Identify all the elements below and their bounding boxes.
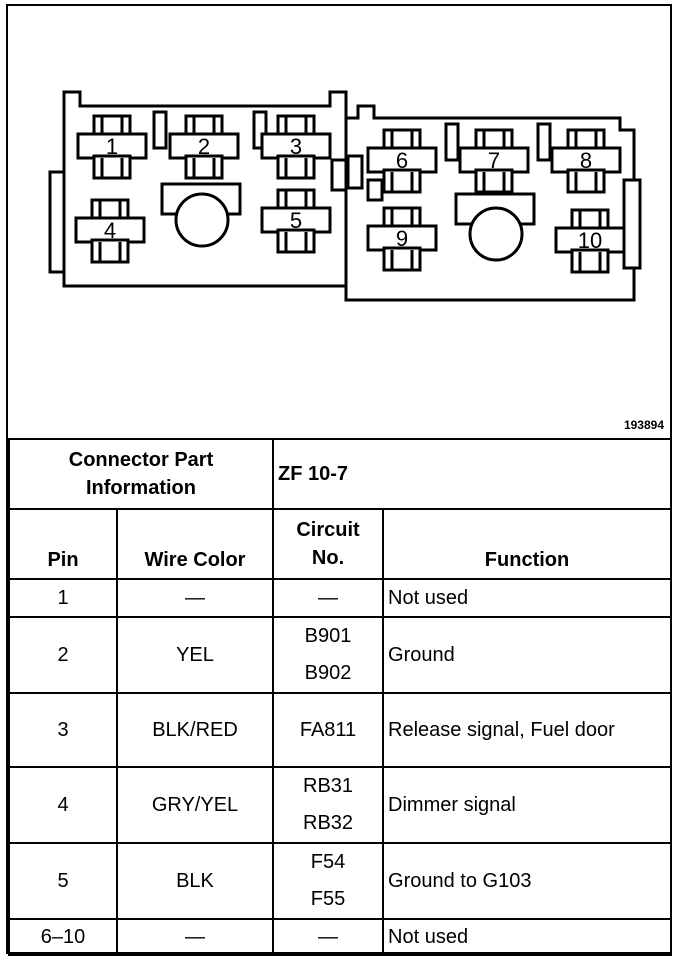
pin-label-3: 3 (290, 134, 302, 159)
circuit-cell: FA811 (272, 692, 385, 768)
circuit-cell: RB31 RB32 (272, 766, 385, 844)
pin-label-6: 6 (396, 148, 408, 173)
wire-cell: YEL (115, 616, 275, 694)
connector-info-value: ZF 10-7 (272, 438, 673, 510)
terminal-9 (366, 206, 438, 272)
circuit-number: F55 (310, 888, 346, 910)
pin-cell: 3 (8, 692, 118, 768)
function-header: Function (382, 508, 673, 580)
terminal-8 (550, 128, 622, 194)
table-row: 6–10 — — Not used (8, 918, 673, 956)
terminal-3 (260, 114, 332, 180)
function-cell: Not used (382, 578, 673, 618)
function-cell: Ground (382, 616, 673, 694)
function-cell: Ground to G103 (382, 842, 673, 920)
pin-label-7: 7 (488, 148, 500, 173)
function-cell: Dimmer signal (382, 766, 673, 844)
pin-label-4: 4 (104, 218, 116, 243)
circuit-header: Circuit No. (272, 508, 385, 580)
terminal-6 (366, 128, 438, 194)
connector-info-label: Connector Part Information (7, 438, 275, 510)
function-cell: Release signal, Fuel door (382, 692, 673, 768)
circuit-number: B901 (304, 625, 352, 647)
pin-cell: 5 (8, 842, 118, 920)
pin-label-10: 10 (578, 228, 602, 253)
circuit-number: RB31 (303, 775, 354, 797)
terminal-2 (168, 114, 240, 180)
pin-cell: 4 (8, 766, 118, 844)
wire-color-header: Wire Color (115, 508, 275, 580)
function-cell: Not used (382, 918, 673, 956)
circuit-number: B902 (304, 662, 352, 684)
circuit-number: RB32 (303, 812, 354, 834)
terminal-10 (554, 208, 626, 274)
wire-cell: — (115, 578, 275, 618)
circuit-cell: — (272, 918, 385, 956)
terminal-5 (260, 188, 332, 254)
connector-table: Connector Part Information ZF 10-7 Pin W… (7, 438, 673, 956)
circuit-number: F54 (310, 851, 346, 873)
terminal-1 (76, 114, 148, 180)
connector-diagram: 1 2 3 4 5 6 7 8 9 10 193894 (8, 6, 670, 438)
figure-id: 193894 (623, 418, 664, 432)
terminal-7 (458, 128, 530, 194)
wire-cell: BLK/RED (115, 692, 275, 768)
pin-cell: 2 (8, 616, 118, 694)
pin-label-9: 9 (396, 226, 408, 251)
pin-cell: 6–10 (8, 918, 118, 956)
table-row: 5 BLK F54 F55 Ground to G103 (8, 842, 673, 920)
wire-cell: GRY/YEL (115, 766, 275, 844)
circuit-cell: B901 B902 (272, 616, 385, 694)
table-row: 3 BLK/RED FA811 Release signal, Fuel doo… (8, 692, 673, 768)
wire-cell: — (115, 918, 275, 956)
table-row: 1 — — Not used (8, 578, 673, 618)
table-row: 4 GRY/YEL RB31 RB32 Dimmer signal (8, 766, 673, 844)
pin-label-8: 8 (580, 148, 592, 173)
pin-label-1: 1 (106, 134, 118, 159)
pin-label-5: 5 (290, 208, 302, 233)
table-row: 2 YEL B901 B902 Ground (8, 616, 673, 694)
circuit-cell: — (272, 578, 385, 618)
wire-cell: BLK (115, 842, 275, 920)
pin-header: Pin (8, 508, 118, 580)
table-header-row: Pin Wire Color Circuit No. Function (8, 508, 673, 580)
pin-cell: 1 (8, 578, 118, 618)
connector-face-drawing: 1 2 3 4 5 6 7 8 9 10 (48, 90, 642, 302)
terminal-4 (74, 198, 146, 264)
pin-label-2: 2 (198, 134, 210, 159)
circuit-cell: F54 F55 (272, 842, 385, 920)
connector-info-row: Connector Part Information ZF 10-7 (7, 438, 673, 510)
